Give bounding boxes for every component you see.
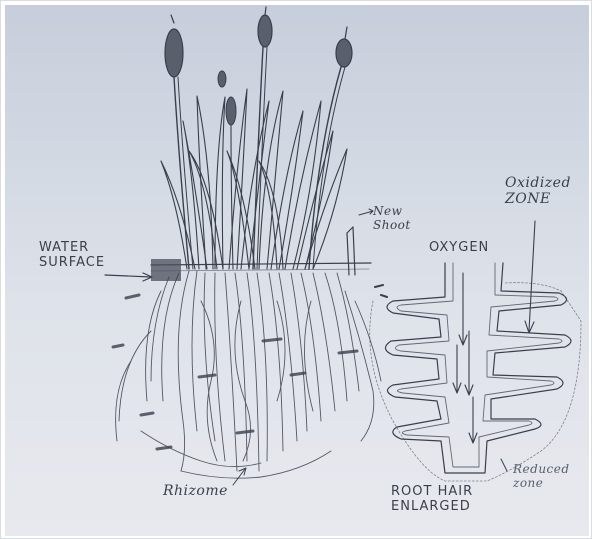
root-mass bbox=[116, 271, 381, 478]
rhizome-label: Rhizome bbox=[163, 483, 228, 499]
root-hair-enlarged-label: ROOT HAIR ENLARGED bbox=[391, 485, 473, 515]
water-surface-arrow bbox=[105, 273, 152, 281]
oxidized-zone-label: Oxidized ZONE bbox=[505, 175, 571, 207]
reduced-zone-label: Reduced zone bbox=[513, 463, 570, 491]
oxygen-arrows bbox=[453, 273, 477, 443]
new-shoot-label: New Shoot bbox=[373, 205, 411, 233]
paper-background: WATER SURFACE New Shoot OXYGEN Oxidized … bbox=[5, 5, 589, 536]
root-hair-enlarged bbox=[370, 263, 581, 481]
rhizome-arrow bbox=[233, 468, 246, 485]
cattail-spikes bbox=[165, 7, 352, 269]
new-shoot bbox=[347, 209, 373, 275]
water-surface-label: WATER SURFACE bbox=[39, 241, 105, 271]
oxygen-label: OXYGEN bbox=[429, 241, 489, 256]
oxidized-zone-arrow bbox=[525, 221, 535, 333]
debris-marks bbox=[375, 285, 387, 297]
reduced-zone-pointer bbox=[501, 459, 507, 471]
